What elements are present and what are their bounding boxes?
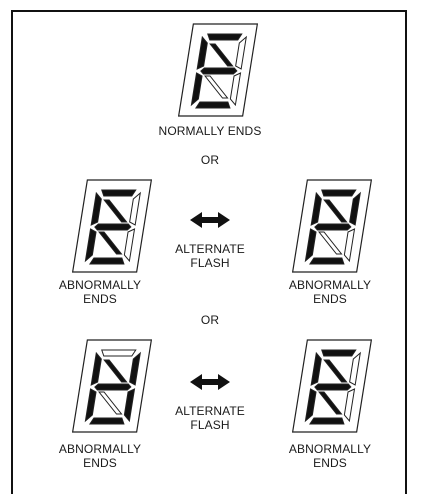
segment-middle <box>200 67 238 75</box>
or-label-2: OR <box>200 313 220 327</box>
segment-diag-lower <box>98 231 123 255</box>
segment-bottom <box>88 417 125 425</box>
segment-upper-right <box>349 351 361 386</box>
segment-top <box>321 189 357 197</box>
display-abnormal-row2-right <box>291 339 373 433</box>
segment-lower-left <box>190 72 203 107</box>
segment-lower-right <box>343 388 356 423</box>
segment-top <box>207 33 243 41</box>
segment-diag-lower <box>98 391 123 415</box>
segment-upper-left <box>90 351 102 386</box>
segment-diag-upper <box>323 199 348 223</box>
segment-top <box>101 349 137 357</box>
segment-lower-right <box>123 388 136 423</box>
double-arrow-icon <box>190 212 230 228</box>
segment-bottom <box>308 257 345 265</box>
display-abnormal-row1-right <box>291 179 373 273</box>
segment-diag-upper <box>323 359 348 383</box>
segment-upper-right <box>129 351 141 386</box>
double-arrow-icon <box>190 374 230 390</box>
segment-bottom <box>308 417 345 425</box>
segment-upper-left <box>310 351 322 386</box>
segment-lower-left <box>304 388 317 423</box>
segment-diag-lower <box>318 391 343 415</box>
segment-upper-right <box>129 191 141 226</box>
segment-upper-right <box>349 191 361 226</box>
segment-middle <box>94 383 132 391</box>
or-label-1: OR <box>200 153 220 167</box>
segment-middle <box>314 223 352 231</box>
segment-middle <box>94 223 132 231</box>
segment-upper-left <box>90 191 102 226</box>
segment-upper-left <box>310 191 322 226</box>
segment-lower-left <box>304 228 317 263</box>
segment-middle <box>314 383 352 391</box>
segment-lower-right <box>343 228 356 263</box>
segment-diag-lower <box>318 231 343 255</box>
normally-ends-label: NORMALLY ENDS <box>158 124 262 138</box>
segment-diag-upper <box>103 359 128 383</box>
segment-lower-right <box>123 228 136 263</box>
segment-lower-right <box>229 72 242 107</box>
segment-lower-left <box>84 228 97 263</box>
display-abnormal-row2-left <box>71 339 153 433</box>
segment-top <box>101 189 137 197</box>
segment-upper-left <box>196 35 208 70</box>
segment-diag-lower <box>204 75 229 99</box>
segment-top <box>321 349 357 357</box>
segment-bottom <box>194 101 231 109</box>
segment-lower-left <box>84 388 97 423</box>
display-normally-ends <box>177 23 259 117</box>
diagram-frame <box>11 10 407 494</box>
segment-upper-right <box>235 35 247 70</box>
segment-diag-upper <box>209 43 234 67</box>
segment-diag-upper <box>103 199 128 223</box>
segment-bottom <box>88 257 125 265</box>
display-abnormal-row1-left <box>71 179 153 273</box>
